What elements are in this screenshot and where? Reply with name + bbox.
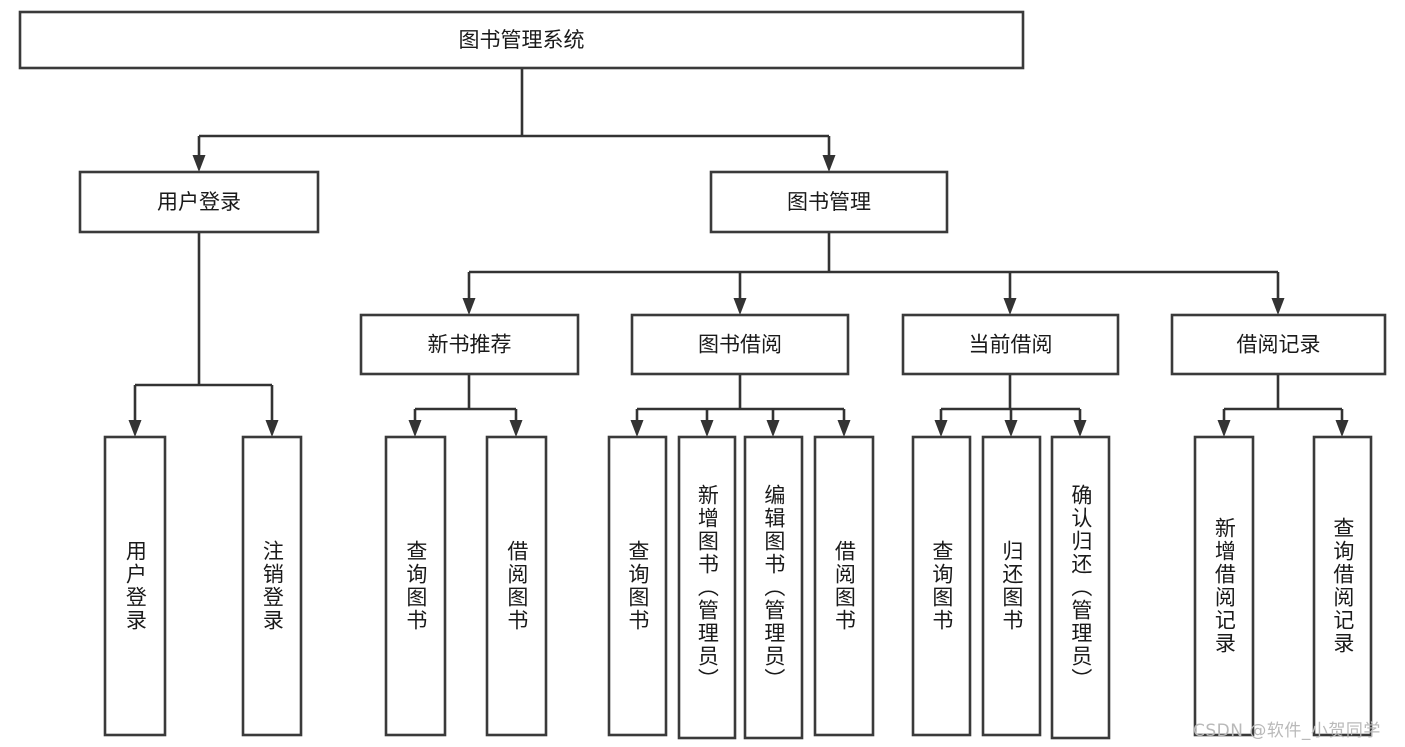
node-new-book-recommend[interactable] xyxy=(359,313,580,376)
boxes-layer xyxy=(18,10,1387,740)
leaf-node-leaf-borrow-book-recommend[interactable] xyxy=(485,435,548,737)
leaf-node-leaf-query-book-recommend[interactable] xyxy=(384,435,447,737)
connector-group-new_book_recommend_to_leaves xyxy=(408,374,523,437)
node-root[interactable] xyxy=(18,10,1025,70)
connector-group-book_borrow_to_leaves xyxy=(630,374,851,437)
leaf-node-leaf-borrow-book-borrow[interactable] xyxy=(813,435,875,737)
node-current-borrow[interactable] xyxy=(901,313,1120,376)
leaf-node-leaf-return-book[interactable] xyxy=(981,435,1042,737)
leaf-node-leaf-edit-book-admin[interactable] xyxy=(743,435,804,740)
node-label-book-manage: 图书管理 xyxy=(787,190,871,214)
leaf-node-leaf-query-borrow-record[interactable] xyxy=(1312,435,1373,737)
node-label-borrow-record: 借阅记录 xyxy=(1237,333,1321,357)
leaf-node-leaf-add-book-admin[interactable] xyxy=(677,435,737,740)
leaf-node-leaf-user-logout[interactable] xyxy=(241,435,303,737)
connector-group-current_borrow_to_leaves xyxy=(934,374,1087,437)
node-borrow-record[interactable] xyxy=(1170,313,1387,376)
node-label-book-borrow: 图书借阅 xyxy=(698,333,782,357)
connector-group-user_login_to_leaves xyxy=(128,232,279,437)
csdn-watermark: CSDN @软件_小贺同学 xyxy=(1193,721,1381,741)
node-label-user-login: 用户登录 xyxy=(157,190,241,214)
connector-group-root_to_level2 xyxy=(192,68,836,172)
leaf-node-leaf-user-login[interactable] xyxy=(103,435,167,737)
node-label-current-borrow: 当前借阅 xyxy=(969,333,1053,357)
node-book-manage[interactable] xyxy=(709,170,949,234)
connector-group-book_manage_to_level3 xyxy=(462,232,1285,315)
leaf-node-leaf-query-book-current[interactable] xyxy=(911,435,972,737)
leaf-node-leaf-add-borrow-record[interactable] xyxy=(1193,435,1255,737)
connectors-layer xyxy=(128,68,1349,437)
leaf-node-leaf-query-book-borrow[interactable] xyxy=(607,435,668,737)
node-label-new-book-recommend: 新书推荐 xyxy=(428,333,512,357)
node-label-root: 图书管理系统 xyxy=(459,28,585,52)
connector-group-borrow_record_to_leaves xyxy=(1217,374,1349,437)
node-user-login[interactable] xyxy=(78,170,320,234)
node-book-borrow[interactable] xyxy=(630,313,850,376)
leaf-node-leaf-confirm-return-admin[interactable] xyxy=(1050,435,1111,740)
